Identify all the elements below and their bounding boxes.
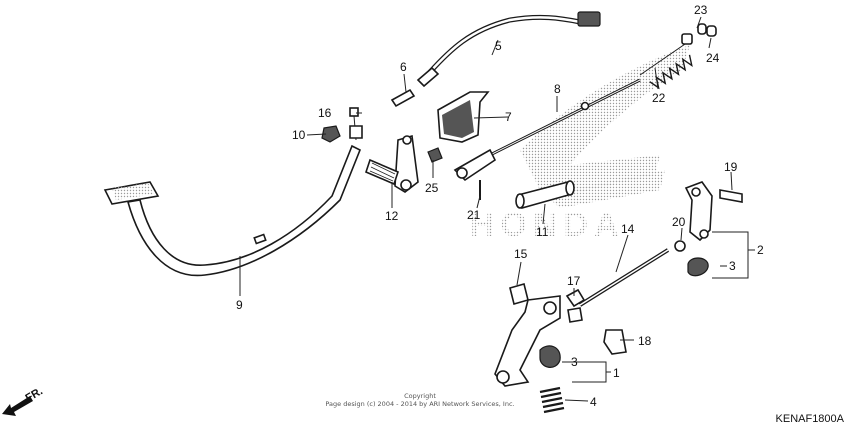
- bolt-16: [349, 107, 363, 141]
- front-direction-indicator: FR.: [2, 385, 45, 416]
- callout-5: 5: [495, 39, 502, 53]
- callout-12: 12: [385, 209, 399, 223]
- brake-arm-12: [365, 134, 419, 193]
- callout-16: 16: [318, 106, 332, 120]
- pivot-arm-1: [494, 283, 627, 414]
- callout-4: 4: [590, 395, 597, 409]
- callout-3-upper: 3: [729, 259, 736, 273]
- honda-wing-logo: HONDA: [470, 45, 690, 244]
- callout-15: 15: [514, 247, 528, 261]
- copyright-line-2: Page design (c) 2004 - 2014 by ARI Netwo…: [325, 400, 515, 408]
- callout-19: 19: [724, 160, 738, 174]
- callout-20: 20: [672, 215, 686, 229]
- callout-2: 2: [757, 243, 764, 257]
- callout-8: 8: [554, 82, 561, 96]
- spring-holder-11: [515, 180, 575, 209]
- callout-10: 10: [292, 128, 306, 142]
- callout-18: 18: [638, 334, 652, 348]
- callout-23: 23: [694, 3, 708, 17]
- callout-22: 22: [652, 91, 666, 105]
- callout-3-lower: 3: [571, 355, 578, 369]
- callout-21: 21: [467, 208, 481, 222]
- brake-switch-wire: [390, 11, 601, 108]
- bracket-2: [674, 181, 743, 277]
- callout-9: 9: [236, 298, 243, 312]
- callout-25: 25: [425, 181, 439, 195]
- nut-10: [321, 125, 341, 143]
- callout-labels: 1 2 3 3 4 5 6 7 8 9 10 11 12 14 15 16 17…: [236, 3, 764, 409]
- rod-14: [578, 248, 670, 307]
- callout-7: 7: [505, 110, 512, 124]
- clip-25: [427, 147, 443, 163]
- brake-rod-8: [453, 78, 641, 182]
- callout-1: 1: [613, 366, 620, 380]
- callout-6: 6: [400, 60, 407, 74]
- front-label: FR.: [24, 385, 45, 404]
- front-arrow-icon: [2, 396, 33, 416]
- copyright-notice: Copyright Page design (c) 2004 - 2014 by…: [320, 392, 520, 408]
- callout-17: 17: [567, 274, 581, 288]
- diagram-code: KENAF1800A: [775, 413, 844, 425]
- leader-lines: [239, 16, 755, 402]
- callout-14: 14: [621, 222, 635, 236]
- copyright-line-1: Copyright: [404, 392, 436, 400]
- spring-22: [639, 23, 717, 90]
- brake-pedal-arm: [103, 144, 362, 277]
- callout-24: 24: [706, 51, 720, 65]
- bracket-7: [437, 91, 490, 143]
- callout-11: 11: [536, 225, 549, 239]
